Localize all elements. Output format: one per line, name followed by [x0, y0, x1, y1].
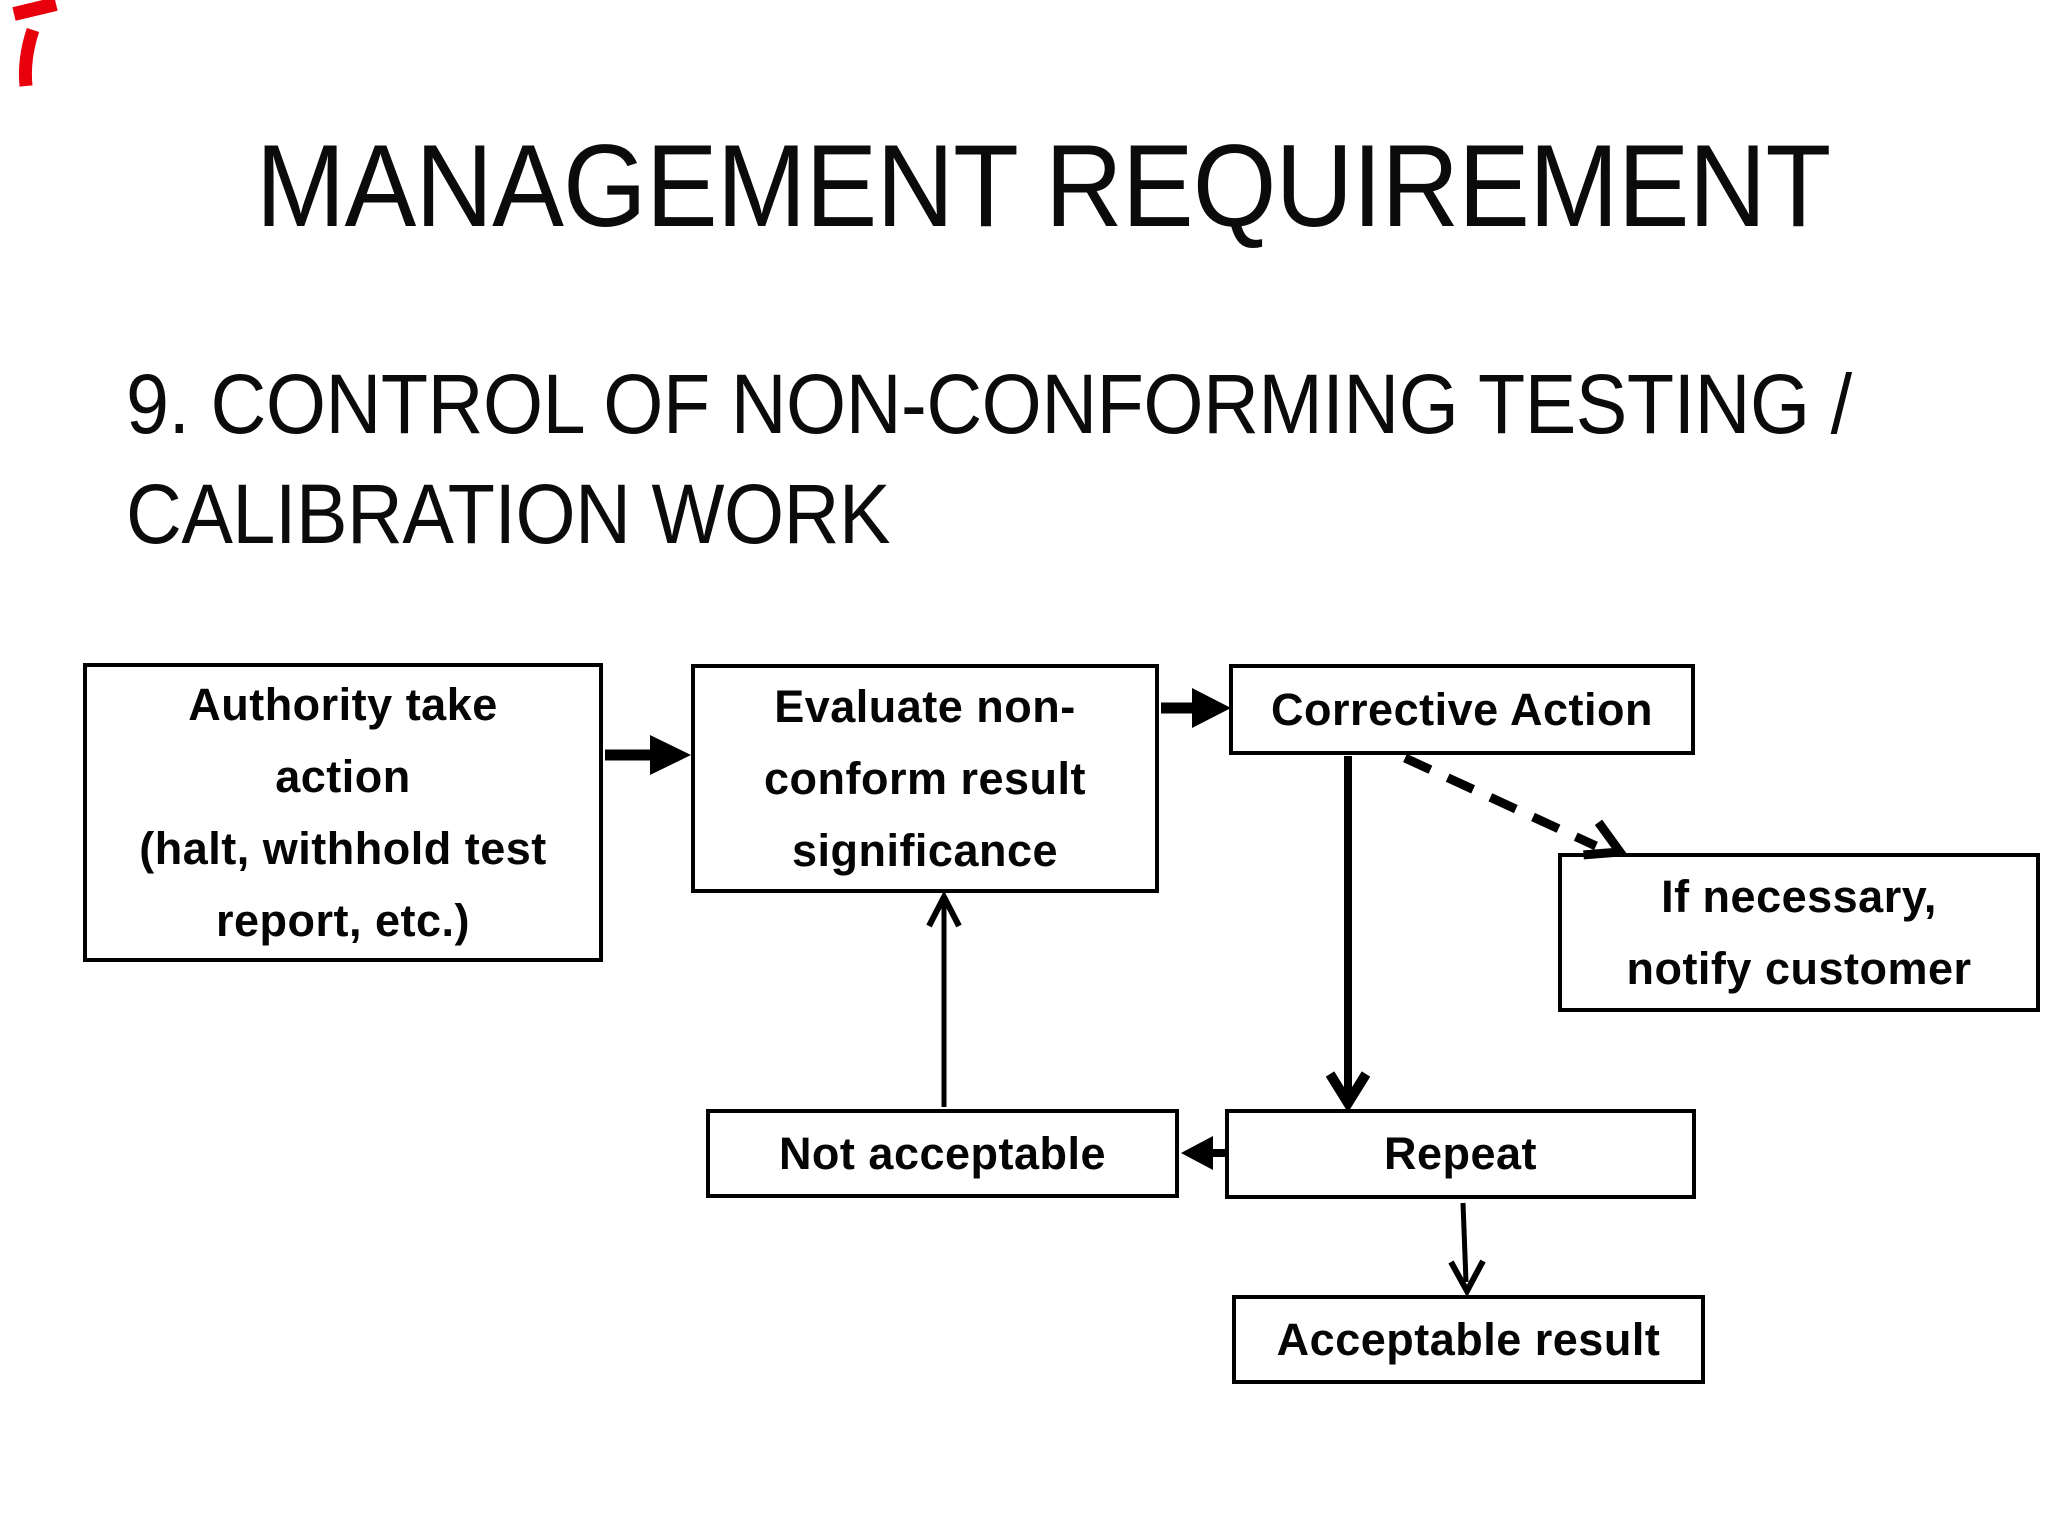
- flow-box-acceptable-result: Acceptable result: [1232, 1295, 1705, 1384]
- flow-box-corrective-action: Corrective Action: [1229, 664, 1695, 755]
- flow-box-evaluate-significance: Evaluate non- conform result significanc…: [691, 664, 1159, 893]
- arrow-not-acceptable-to-evaluate: [926, 890, 962, 1107]
- slide-subtitle-line2: CALIBRATION WORK: [126, 467, 891, 561]
- flow-box-authority-action-label: Authority take action (halt, withhold te…: [139, 678, 547, 946]
- flow-box-corrective-action-label: Corrective Action: [1271, 683, 1653, 735]
- slide-subtitle-line1: 9. CONTROL OF NON-CONFORMING TESTING /: [126, 357, 1852, 451]
- arrow-repeat-to-acceptable: [1448, 1202, 1486, 1298]
- red-pen-mark-bottom: [18, 27, 40, 87]
- arrow-evaluate-to-corrective: [1161, 688, 1231, 728]
- flow-box-not-acceptable: Not acceptable: [706, 1109, 1179, 1198]
- flow-box-repeat: Repeat: [1225, 1109, 1696, 1199]
- red-pen-marks: [12, 0, 58, 87]
- flow-box-authority-action: Authority take action (halt, withhold te…: [83, 663, 603, 962]
- flow-box-notify-customer-label: If necessary, notify customer: [1626, 870, 1972, 994]
- flow-box-repeat-label: Repeat: [1383, 1128, 1538, 1180]
- slide-title: MANAGEMENT REQUIREMENT: [255, 120, 1831, 251]
- arrow-repeat-to-not-acceptable: [1181, 1136, 1225, 1170]
- arrow-authority-to-evaluate: [605, 735, 691, 775]
- flow-box-not-acceptable-label: Not acceptable: [778, 1127, 1107, 1179]
- red-pen-mark-top: [12, 0, 58, 21]
- arrow-corrective-to-repeat: [1325, 756, 1371, 1113]
- flow-box-notify-customer: If necessary, notify customer: [1558, 853, 2040, 1012]
- flow-box-acceptable-result-label: Acceptable result: [1276, 1313, 1661, 1365]
- arrow-corrective-to-notify-dashed: [1403, 753, 1629, 860]
- flow-box-evaluate-significance-label: Evaluate non- conform result significanc…: [763, 680, 1087, 876]
